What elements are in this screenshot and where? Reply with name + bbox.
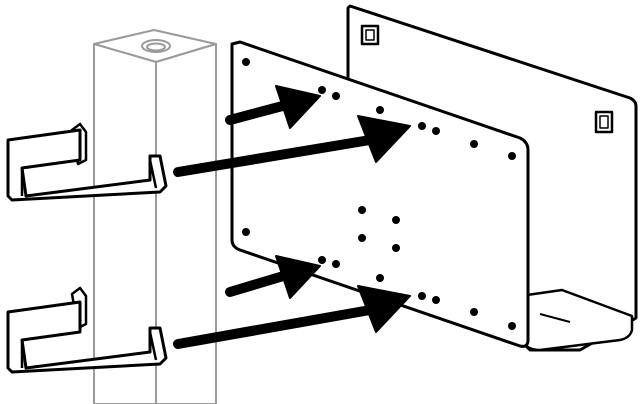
- shelf-slot: [539, 313, 571, 323]
- bracket-tab-top-inner: [365, 29, 375, 41]
- bracket-tab-side-inner: [599, 115, 609, 129]
- assembly-arrows: [173, 85, 411, 349]
- arrow-lower-long: [173, 285, 411, 349]
- pole-front-right: [155, 43, 217, 404]
- square-pole: [93, 29, 217, 404]
- clamp-upper: [6, 122, 168, 202]
- clamp-upper-body: [6, 128, 168, 202]
- arrow-lower-short: [225, 255, 321, 299]
- clamp-lower-body: [6, 300, 168, 374]
- arrow-upper-long: [173, 115, 411, 177]
- arrow-upper-short: [225, 85, 321, 129]
- plate-holes: [242, 58, 516, 330]
- clamp-lower: [6, 286, 168, 374]
- pole-front-left: [93, 43, 157, 404]
